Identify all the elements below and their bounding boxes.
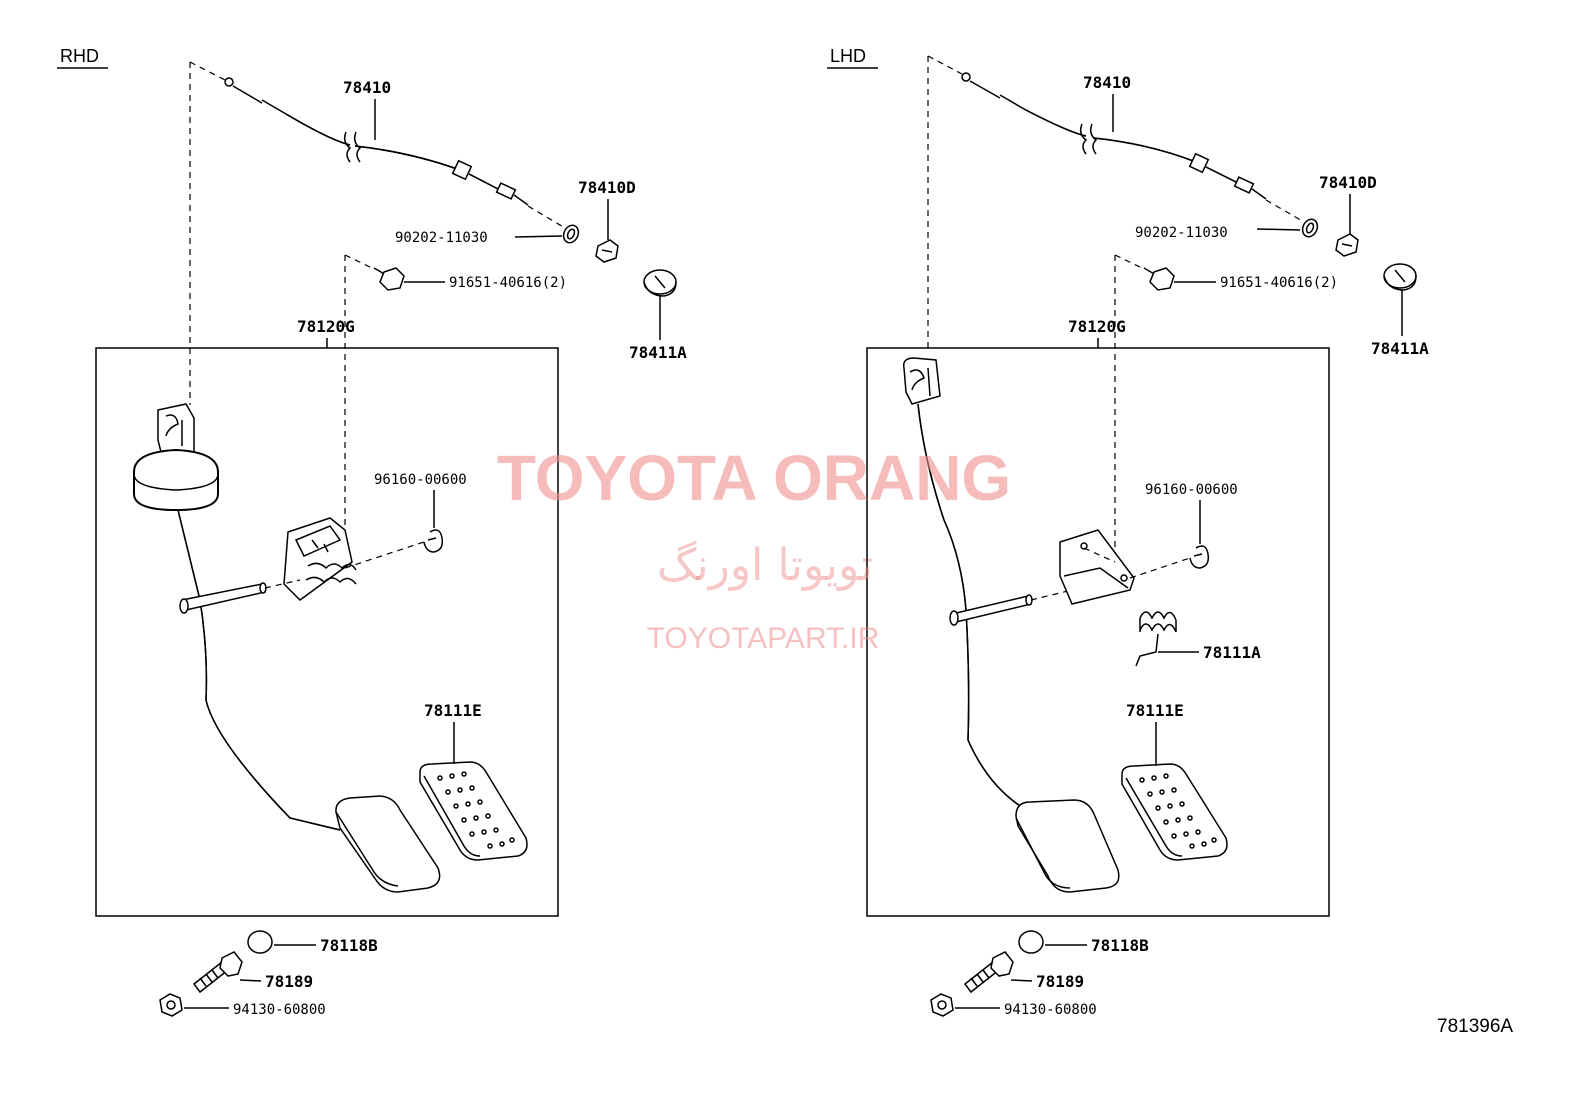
lhd-label-stop-bolt: 78189 xyxy=(1036,972,1084,991)
lhd-label-pad: 78111E xyxy=(1126,701,1184,720)
lhd-pivot-shaft xyxy=(949,589,1073,626)
rhd-pad-dots xyxy=(437,771,515,849)
rhd-leader-stop-bolt xyxy=(239,979,262,982)
lhd-bracket xyxy=(1059,529,1197,605)
rhd-label-pad: 78111E xyxy=(424,701,482,720)
lhd-label-cover: 78411A xyxy=(1371,339,1429,358)
illustration-number: 781396A xyxy=(1437,1016,1513,1037)
rhd-bolt xyxy=(344,254,405,535)
rhd-label-stopper: 78118B xyxy=(320,936,378,955)
rhd-pivot-shaft xyxy=(179,582,267,614)
rhd-throttle-cable xyxy=(189,61,566,405)
rhd-side-label: RHD xyxy=(60,46,99,66)
rhd-nut xyxy=(159,993,183,1017)
lhd-label-bolt: 91651-40616(2) xyxy=(1220,275,1338,291)
watermark-brand: TOYOTA ORANG xyxy=(497,442,1011,514)
lhd-bolt xyxy=(1114,254,1175,590)
lhd-e-ring xyxy=(1189,545,1210,569)
lhd-leader-stop-bolt xyxy=(1010,979,1033,982)
rhd-bracket xyxy=(264,517,431,601)
watermark: TOYOTA ORANG تویوتا اورنگ TOYOTAPART.IR xyxy=(497,442,1011,655)
watermark-brand-fa: تویوتا اورنگ xyxy=(657,540,873,591)
lhd-pad-dots xyxy=(1139,773,1217,849)
lhd-nut xyxy=(930,993,954,1017)
rhd-label-nut: 94130-60800 xyxy=(233,1002,326,1018)
rhd-clip xyxy=(595,239,619,263)
lhd-label-e-ring: 96160-00600 xyxy=(1145,482,1238,498)
lhd-grommet xyxy=(1301,218,1319,238)
lhd-clip xyxy=(1335,233,1359,257)
rhd-pedal-pad xyxy=(419,761,528,861)
rhd-label-stop-bolt: 78189 xyxy=(265,972,313,991)
rhd-label-assembly: 78120G xyxy=(297,317,355,336)
lhd-pedal-pad xyxy=(1121,763,1228,861)
lhd-label-clip: 78410D xyxy=(1319,173,1377,192)
lhd-leader-grommet xyxy=(1256,228,1301,231)
rhd-label-grommet: 90202-11030 xyxy=(395,230,488,246)
rhd-grommet xyxy=(562,224,580,244)
rhd-pedal-arm xyxy=(133,403,441,893)
lhd-label-nut: 94130-60800 xyxy=(1004,1002,1097,1018)
lhd-label-stopper: 78118B xyxy=(1091,936,1149,955)
rhd-label-e-ring: 96160-00600 xyxy=(374,472,467,488)
rhd-leader-grommet xyxy=(514,235,563,238)
lhd-label-cable: 78410 xyxy=(1083,73,1131,92)
lhd-section: LHD 78410 90202-1 xyxy=(827,46,1429,1018)
lhd-stop-bolt xyxy=(963,951,1014,994)
lhd-spring xyxy=(1135,611,1177,667)
lhd-stopper xyxy=(1018,930,1044,954)
lhd-throttle-cable xyxy=(927,55,1305,352)
rhd-label-bolt: 91651-40616(2) xyxy=(449,275,567,291)
rhd-label-cable: 78410 xyxy=(343,78,391,97)
lhd-cover xyxy=(1383,263,1417,291)
lhd-label-grommet: 90202-11030 xyxy=(1135,225,1228,241)
lhd-label-assembly: 78120G xyxy=(1068,317,1126,336)
rhd-stop-bolt xyxy=(192,951,243,994)
rhd-cover xyxy=(643,269,677,297)
rhd-e-ring xyxy=(423,529,444,553)
rhd-label-cover: 78411A xyxy=(629,343,687,362)
lhd-side-label: LHD xyxy=(830,46,866,66)
lhd-label-spring: 78111A xyxy=(1203,643,1261,662)
rhd-stopper xyxy=(247,930,273,954)
watermark-website: TOYOTAPART.IR xyxy=(647,622,880,655)
lhd-pedal-arm xyxy=(902,357,1120,893)
rhd-section: RHD 78410 90202-1 xyxy=(57,46,687,1018)
rhd-label-clip: 78410D xyxy=(578,178,636,197)
